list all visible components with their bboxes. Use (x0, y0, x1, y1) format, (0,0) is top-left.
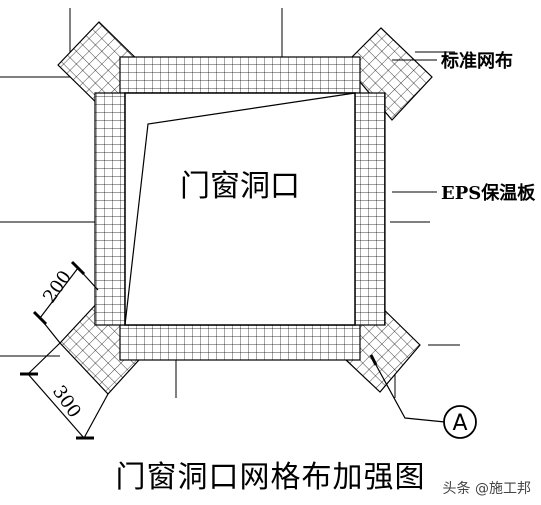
diagram-caption: 门窗洞口网格布加强图 (115, 460, 426, 495)
dimension-200-text: 200 (39, 267, 76, 307)
callout-standard-mesh: 标准网布 (392, 50, 513, 72)
watermark: 头条 @施工邦 (442, 481, 531, 497)
opening-label: 门窗洞口 (180, 169, 300, 204)
detail-marker-a-text: A (452, 411, 467, 436)
window-opening: 门窗洞口 (124, 92, 356, 326)
mesh-band-left (94, 92, 126, 326)
mesh-band-top (119, 56, 361, 94)
dimension-300-text: 300 (48, 382, 85, 422)
opening-sash-line (124, 92, 356, 326)
callout-eps-board: EPS保温板 (392, 182, 536, 204)
detail-marker-a: A (369, 354, 477, 439)
callout-eps-board-text: EPS保温板 (441, 182, 536, 204)
standard-mesh-frame (94, 56, 386, 361)
mesh-band-bottom (119, 324, 361, 361)
callout-standard-mesh-text: 标准网布 (440, 50, 513, 72)
mesh-band-right (354, 92, 386, 326)
